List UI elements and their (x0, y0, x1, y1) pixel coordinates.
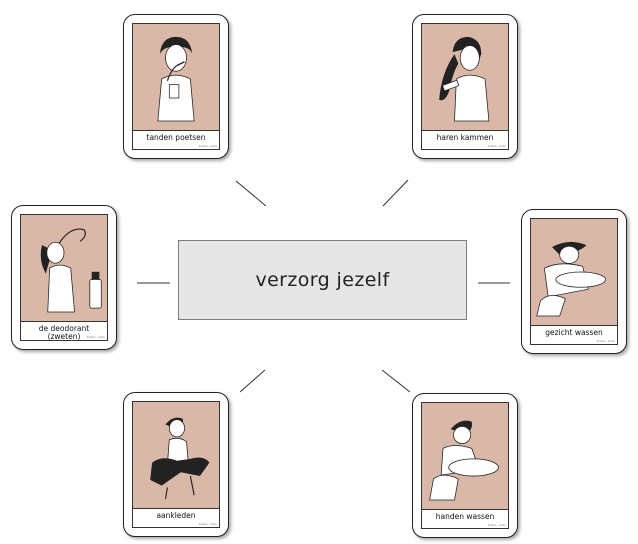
haren-kammen-illustration (421, 23, 509, 131)
card-credit: Sclera · picto (86, 335, 105, 339)
card-de-deodorant: de deodorant (zweten) Sclera · picto (11, 205, 117, 350)
card-credit: Sclera · picto (198, 144, 217, 148)
card-label: de deodorant (zweten) (38, 324, 90, 341)
connector-tanden (235, 180, 267, 207)
deodorant-illustration (20, 214, 108, 322)
gezicht-wassen-caption: gezicht wassen Sclera · picto (530, 326, 618, 345)
card-credit: Sclera · picto (198, 522, 217, 526)
card-label: haren kammen (436, 133, 494, 142)
gezicht-wassen-illustration (530, 218, 618, 326)
connector-aankleden (239, 369, 266, 393)
card-label: gezicht wassen (545, 328, 603, 337)
central-topic-box: verzorg jezelf (178, 240, 467, 320)
tanden-poetsen-illustration (132, 23, 220, 131)
card-haren-kammen: haren kammen Sclera · picto (412, 14, 518, 159)
deodorant-caption: de deodorant (zweten) Sclera · picto (20, 322, 108, 341)
card-label: tanden poetsen (146, 133, 206, 142)
connector-handen (381, 369, 411, 393)
card-tanden-poetsen: tanden poetsen Sclera · picto (123, 14, 229, 159)
card-credit: Sclera · picto (487, 144, 506, 148)
card-label: aankleden (156, 511, 196, 520)
handen-wassen-illustration (421, 402, 509, 510)
card-gezicht-wassen: gezicht wassen Sclera · picto (521, 209, 627, 354)
card-credit: Sclera · picto (596, 339, 615, 343)
connector-haren (382, 179, 409, 207)
aankleden-illustration (132, 401, 220, 509)
haren-kammen-caption: haren kammen Sclera · picto (421, 131, 509, 150)
tanden-poetsen-caption: tanden poetsen Sclera · picto (132, 131, 220, 150)
card-label: handen wassen (435, 512, 495, 521)
handen-wassen-caption: handen wassen Sclera · picto (421, 510, 509, 529)
aankleden-caption: aankleden Sclera · picto (132, 509, 220, 528)
central-topic-label: verzorg jezelf (255, 269, 390, 291)
card-credit: Sclera · picto (487, 523, 506, 527)
card-handen-wassen: handen wassen Sclera · picto (412, 393, 518, 538)
card-aankleden: aankleden Sclera · picto (123, 392, 229, 537)
